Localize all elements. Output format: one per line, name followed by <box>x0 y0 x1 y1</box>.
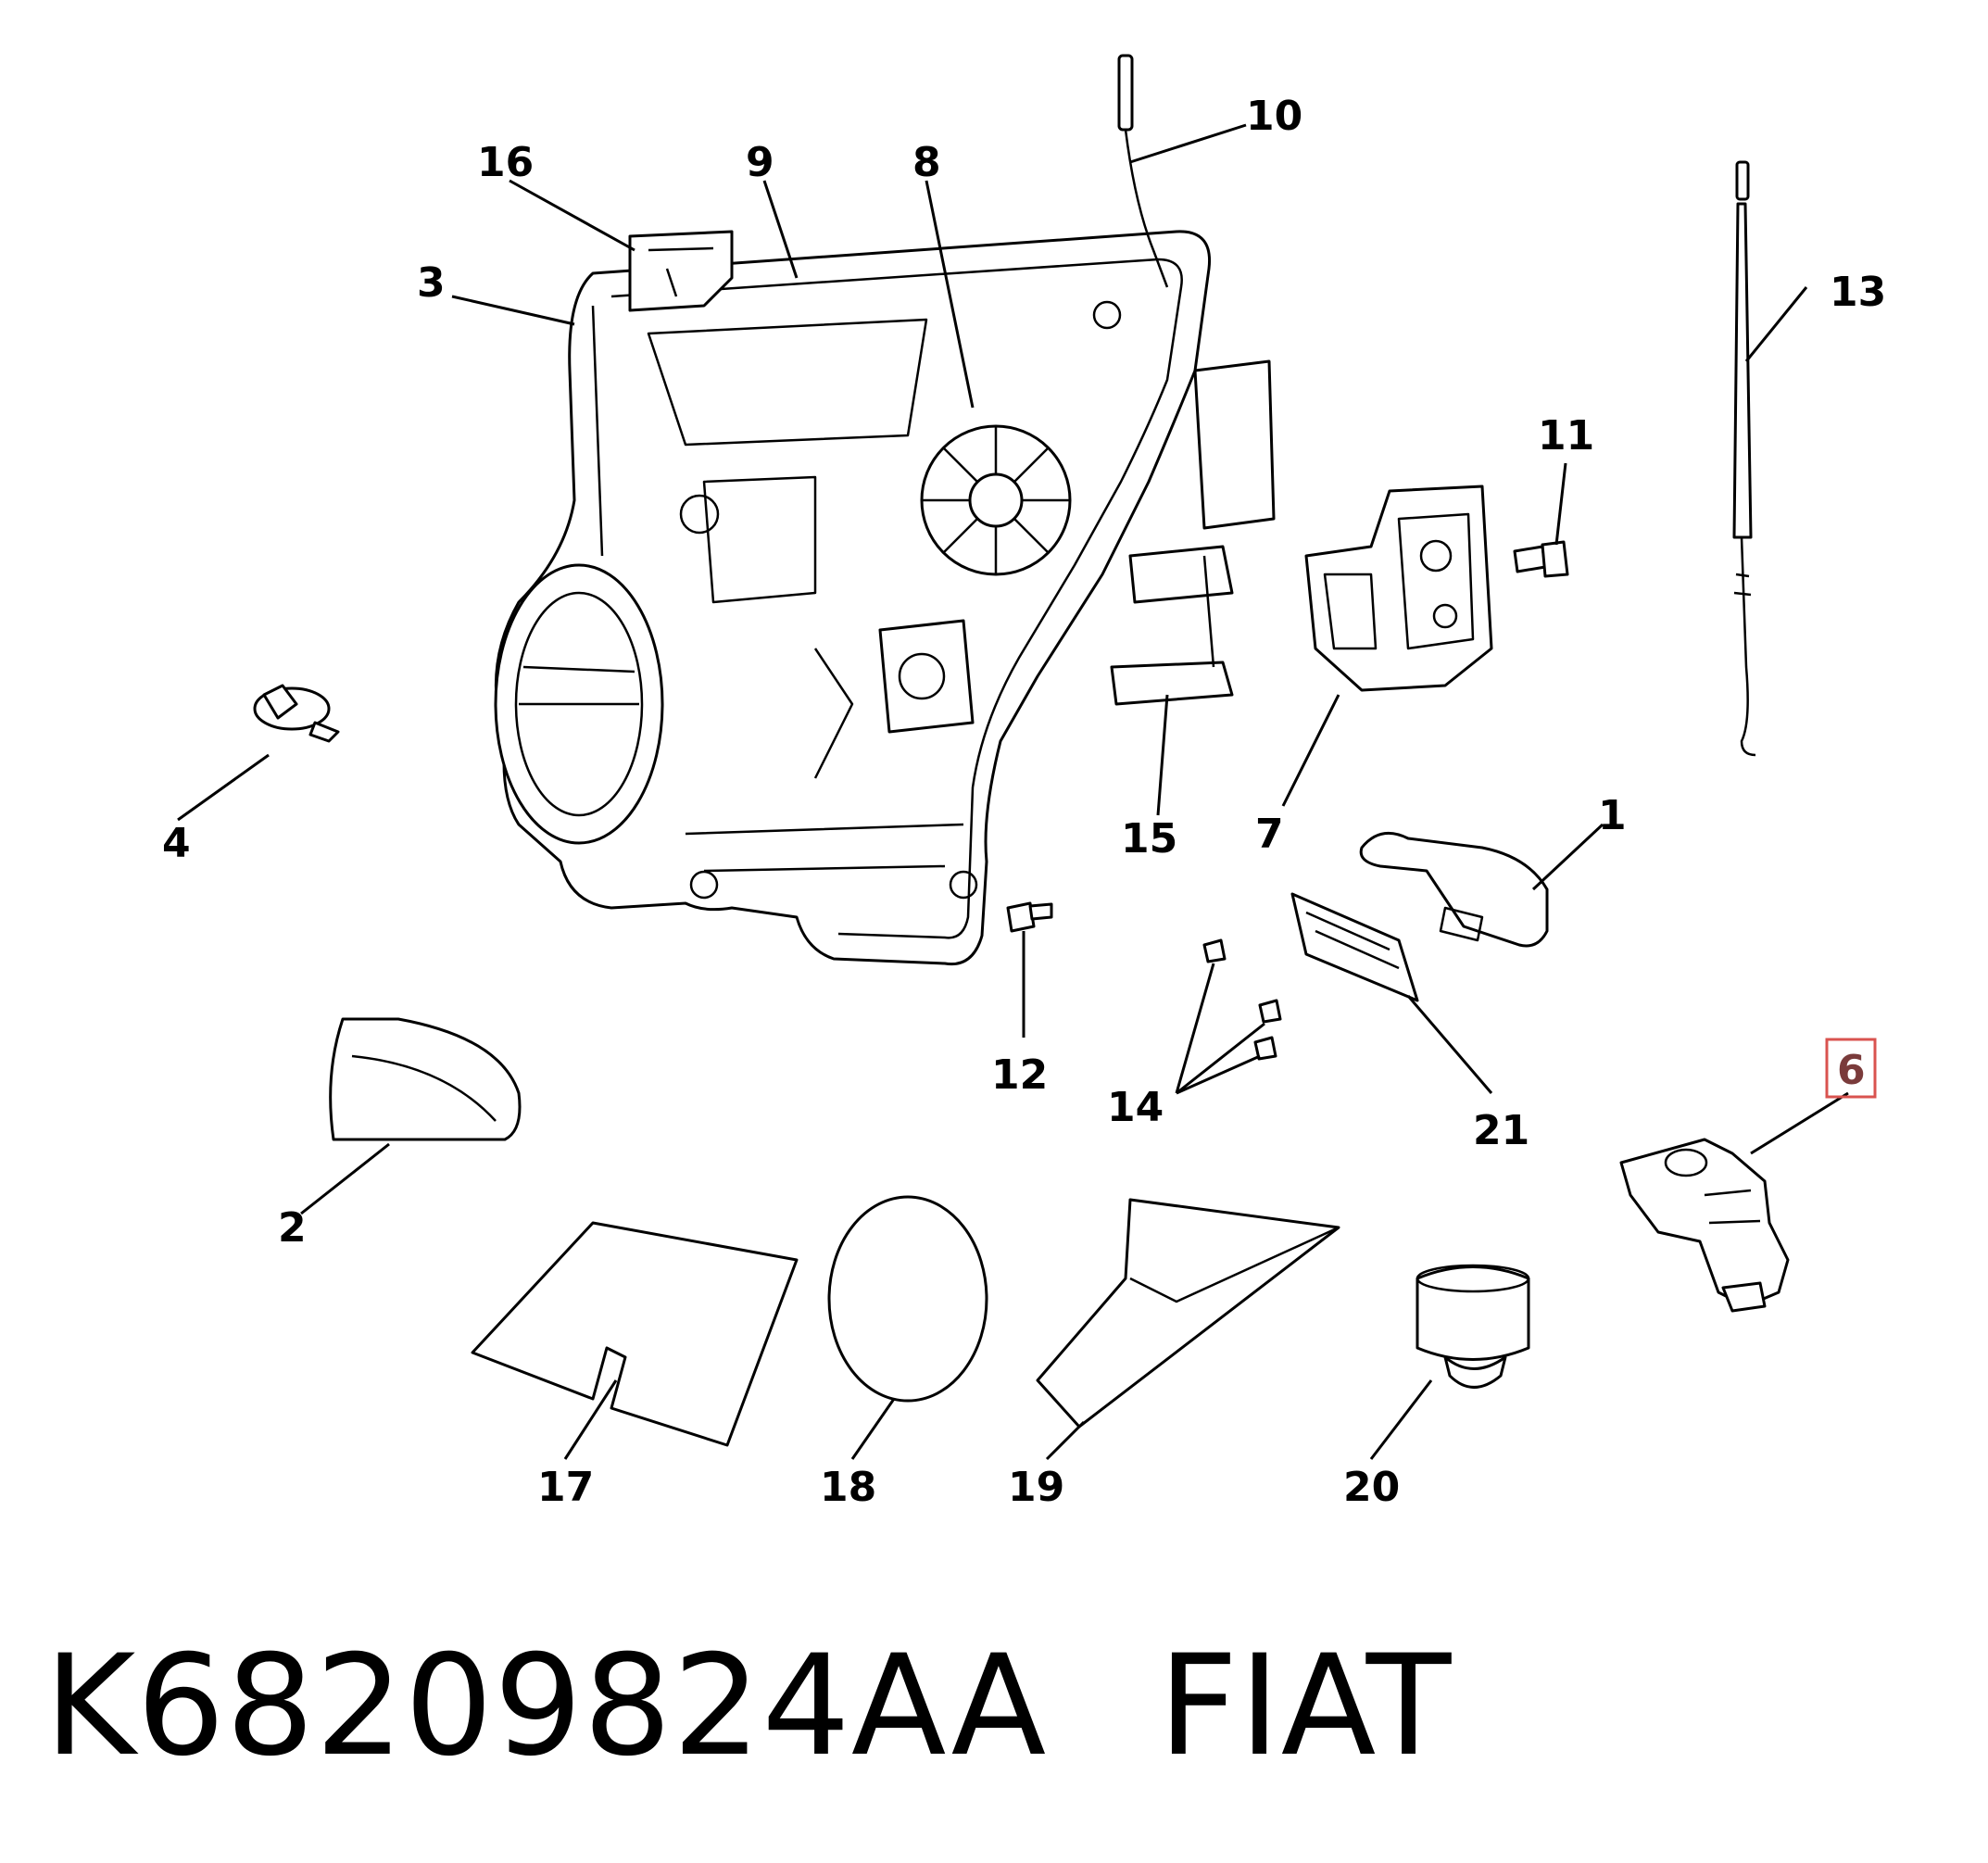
callout-17: 17 <box>537 1464 594 1511</box>
door-latch <box>1304 485 1493 692</box>
handle-screws <box>1202 938 1282 1061</box>
trim-clip <box>253 684 340 743</box>
rubber-bumper <box>1416 1264 1530 1389</box>
callout-2: 2 <box>278 1204 307 1252</box>
brand-name: FIAT <box>1158 1626 1453 1787</box>
upper-bracket <box>628 230 734 312</box>
callout-14: 14 <box>1107 1084 1164 1131</box>
callout-8: 8 <box>912 139 941 186</box>
part-caption: K68209824AA FIAT <box>44 1626 1452 1787</box>
highlighted-callout-6: 6 <box>1825 1038 1877 1099</box>
callout-6: 6 <box>1837 1047 1866 1094</box>
wedge-pad <box>1036 1198 1340 1429</box>
callout-4: 4 <box>162 820 191 867</box>
callout-19: 19 <box>1008 1464 1064 1511</box>
foam-pad <box>471 1221 799 1447</box>
callout-13: 13 <box>1830 269 1886 316</box>
callout-21: 21 <box>1473 1107 1529 1154</box>
mounting-bracket <box>1110 359 1276 706</box>
part-number: K68209824AA <box>44 1626 1048 1787</box>
callout-3: 3 <box>417 259 446 307</box>
callout-20: 20 <box>1343 1464 1400 1511</box>
handle-bracket <box>1290 892 1419 1002</box>
callout-12: 12 <box>991 1051 1048 1099</box>
long-control-cable <box>1732 160 1756 757</box>
latch-screw <box>1513 540 1569 578</box>
leader-lines <box>177 123 1849 1461</box>
cover-cap <box>329 1017 522 1141</box>
callout-7: 7 <box>1255 811 1284 858</box>
callout-18: 18 <box>820 1464 876 1511</box>
callout-9: 9 <box>746 139 774 186</box>
callout-10: 10 <box>1246 93 1302 140</box>
callout-16: 16 <box>477 139 534 186</box>
door-handle <box>1359 831 1549 948</box>
panel-bolt <box>1006 901 1053 933</box>
callout-1: 1 <box>1598 792 1627 839</box>
exploded-parts-diagram: 16 9 8 10 3 13 11 4 15 7 1 12 14 21 2 17… <box>162 54 1886 1511</box>
upper-control-cable <box>1117 54 1169 288</box>
door-module-panel <box>494 230 1212 966</box>
callout-11: 11 <box>1538 412 1594 459</box>
round-seal <box>827 1195 988 1403</box>
window-regulator-motor <box>1619 1138 1790 1313</box>
callouts: 16 9 8 10 3 13 11 4 15 7 1 12 14 21 2 17… <box>162 93 1886 1511</box>
highlight-box <box>1825 1038 1877 1099</box>
callout-15: 15 <box>1121 815 1177 862</box>
